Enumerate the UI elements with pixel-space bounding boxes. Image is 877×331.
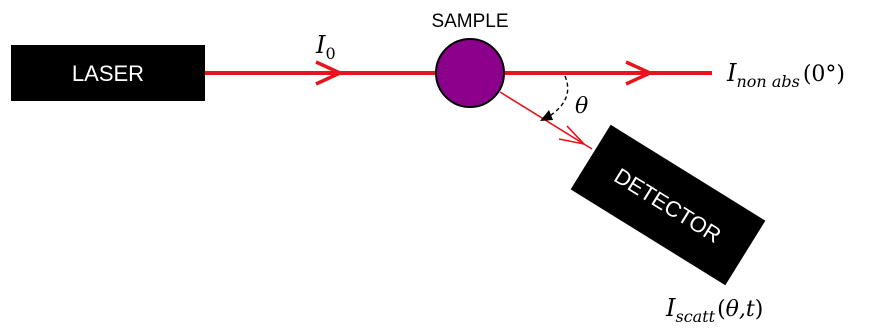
detector-box: DETECTOR xyxy=(570,124,766,286)
laser-box: LASER xyxy=(11,45,205,101)
angle-arc-arrowhead xyxy=(540,110,553,121)
incident-intensity-label: I0 xyxy=(315,31,336,63)
transmitted-beam-arrowhead xyxy=(625,60,655,86)
sample: SAMPLE xyxy=(431,11,509,108)
incident-beam-arrowhead xyxy=(315,60,345,86)
scattered-intensity-label: Iscatt(θ,t) xyxy=(665,294,763,326)
angle-arc xyxy=(547,75,569,118)
sample-label: SAMPLE xyxy=(431,11,508,32)
transmitted-intensity-label: Inon abs(0°) xyxy=(726,59,845,91)
sample-circle xyxy=(435,38,505,108)
scattered-beam-arrowhead xyxy=(558,125,587,146)
angle-label: θ xyxy=(575,94,588,119)
laser-label: LASER xyxy=(72,61,144,86)
